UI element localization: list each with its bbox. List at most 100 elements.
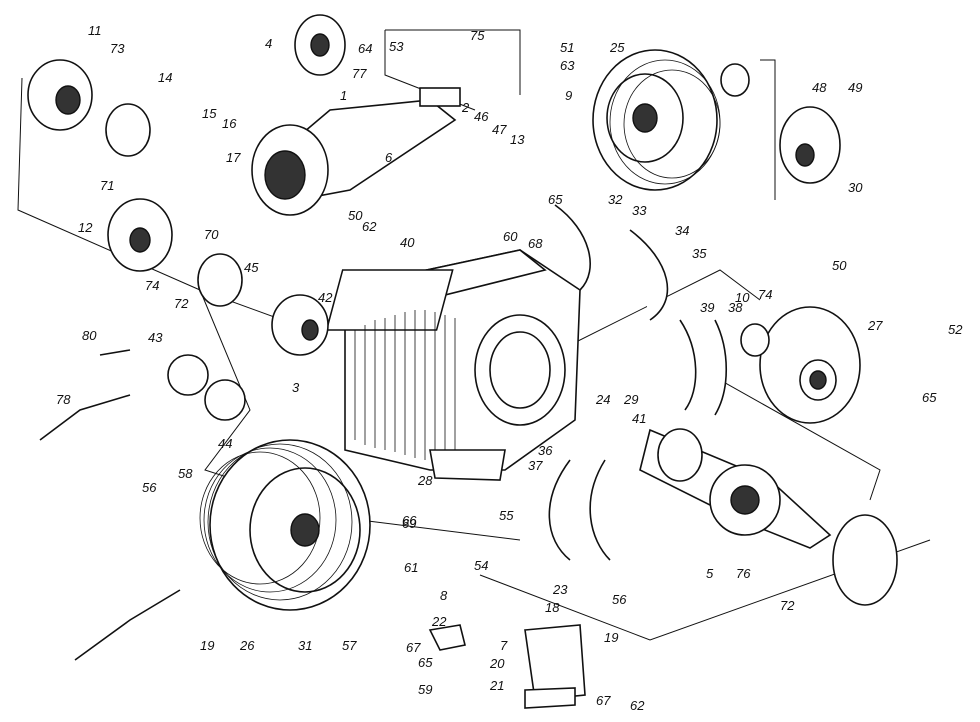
part-label-7: 7 bbox=[500, 638, 508, 653]
output-shaft-assembly bbox=[639, 428, 832, 549]
part-label-78: 78 bbox=[56, 392, 71, 407]
part-label-10: 10 bbox=[735, 290, 750, 305]
part-label-50: 50 bbox=[832, 258, 847, 273]
brake-bands bbox=[548, 204, 727, 561]
part-label-34: 34 bbox=[675, 223, 689, 238]
part-label-12: 12 bbox=[78, 220, 93, 235]
part-label-73: 73 bbox=[110, 41, 125, 56]
part-label-19: 19 bbox=[604, 630, 618, 645]
part-label-41: 41 bbox=[632, 411, 646, 426]
part-label-4: 4 bbox=[265, 36, 272, 51]
part-label-53: 53 bbox=[389, 39, 404, 54]
part-label-76: 76 bbox=[736, 566, 751, 581]
part-label-16: 16 bbox=[222, 116, 237, 131]
flange-49 bbox=[779, 106, 841, 184]
part-label-70: 70 bbox=[204, 227, 219, 242]
flange-cover-11 bbox=[27, 59, 93, 131]
part-label-68: 68 bbox=[528, 236, 543, 251]
part-label-63: 63 bbox=[560, 58, 575, 73]
part-label-29: 29 bbox=[623, 392, 638, 407]
part-label-57: 57 bbox=[342, 638, 357, 653]
part-label-2: 2 bbox=[461, 100, 470, 115]
part-label-64: 64 bbox=[358, 41, 372, 56]
part-label-69: 69 bbox=[402, 516, 416, 531]
part-label-43: 43 bbox=[148, 330, 163, 345]
part-label-74: 74 bbox=[758, 287, 772, 302]
driven-pulley-drum-27 bbox=[199, 439, 371, 611]
part-label-15: 15 bbox=[202, 106, 217, 121]
part-number-labels: 1234567891011121314151617181919202122232… bbox=[56, 23, 963, 713]
part-label-38: 38 bbox=[728, 300, 743, 315]
part-label-25: 25 bbox=[609, 40, 625, 55]
part-label-26: 26 bbox=[239, 638, 255, 653]
part-label-65: 65 bbox=[922, 390, 937, 405]
part-label-74: 74 bbox=[145, 278, 159, 293]
part-label-46: 46 bbox=[474, 109, 489, 124]
part-label-14: 14 bbox=[158, 70, 172, 85]
part-label-62: 62 bbox=[362, 219, 377, 234]
part-label-33: 33 bbox=[632, 203, 647, 218]
part-label-56: 56 bbox=[142, 480, 157, 495]
part-label-51: 51 bbox=[560, 40, 574, 55]
part-label-28: 28 bbox=[417, 473, 433, 488]
gearbox-housing bbox=[325, 249, 581, 481]
chain-links bbox=[39, 349, 181, 661]
part-label-72: 72 bbox=[780, 598, 795, 613]
part-label-44: 44 bbox=[218, 436, 232, 451]
part-label-8: 8 bbox=[440, 588, 448, 603]
part-label-66: 66 bbox=[402, 513, 417, 528]
part-label-27: 27 bbox=[867, 318, 883, 333]
part-label-13: 13 bbox=[510, 132, 525, 147]
input-shaft-assembly bbox=[251, 87, 461, 216]
part-label-49: 49 bbox=[848, 80, 862, 95]
part-label-65: 65 bbox=[548, 192, 563, 207]
part-label-47: 47 bbox=[492, 122, 507, 137]
part-label-58: 58 bbox=[178, 466, 193, 481]
part-label-62: 62 bbox=[630, 698, 645, 713]
assembly-boundary-lines bbox=[17, 29, 931, 641]
gear-4 bbox=[294, 14, 346, 76]
gear-3 bbox=[271, 294, 329, 356]
part-label-37: 37 bbox=[528, 458, 543, 473]
part-label-75: 75 bbox=[470, 28, 485, 43]
part-label-9: 9 bbox=[565, 88, 572, 103]
part-label-32: 32 bbox=[608, 192, 623, 207]
part-label-30: 30 bbox=[848, 180, 863, 195]
part-label-50: 50 bbox=[348, 208, 363, 223]
part-label-24: 24 bbox=[595, 392, 610, 407]
hub-flange-28 bbox=[759, 306, 861, 424]
part-label-52: 52 bbox=[948, 322, 963, 337]
part-label-77: 77 bbox=[352, 66, 367, 81]
part-label-3: 3 bbox=[292, 380, 300, 395]
part-label-45: 45 bbox=[244, 260, 259, 275]
part-label-72: 72 bbox=[174, 296, 189, 311]
part-label-20: 20 bbox=[489, 656, 505, 671]
flange-cover-12 bbox=[107, 198, 173, 272]
part-label-35: 35 bbox=[692, 246, 707, 261]
small-brackets bbox=[428, 624, 586, 709]
part-label-67: 67 bbox=[596, 693, 611, 708]
part-label-42: 42 bbox=[318, 290, 333, 305]
part-label-56: 56 bbox=[612, 592, 627, 607]
part-label-19: 19 bbox=[200, 638, 214, 653]
part-label-71: 71 bbox=[100, 178, 114, 193]
part-label-39: 39 bbox=[700, 300, 714, 315]
part-label-23: 23 bbox=[552, 582, 568, 597]
part-label-80: 80 bbox=[82, 328, 97, 343]
part-label-61: 61 bbox=[404, 560, 418, 575]
sprockets-44-45 bbox=[167, 354, 246, 421]
part-label-11: 11 bbox=[88, 23, 102, 38]
part-label-60: 60 bbox=[503, 229, 518, 244]
part-label-5: 5 bbox=[706, 566, 714, 581]
brake-drum-25 bbox=[592, 49, 721, 191]
rings-and-seals bbox=[105, 63, 898, 606]
part-label-54: 54 bbox=[474, 558, 488, 573]
part-label-48: 48 bbox=[812, 80, 827, 95]
part-label-6: 6 bbox=[385, 150, 393, 165]
part-label-22: 22 bbox=[431, 614, 447, 629]
part-label-31: 31 bbox=[298, 638, 312, 653]
part-label-59: 59 bbox=[418, 682, 432, 697]
part-label-1: 1 bbox=[340, 88, 347, 103]
